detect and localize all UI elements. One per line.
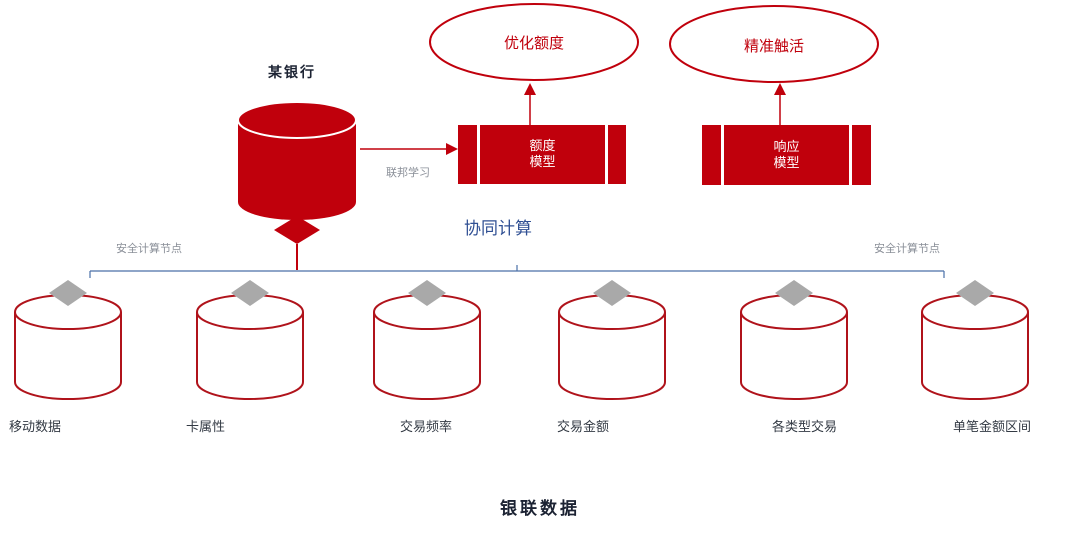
collaborative-computing-label: 协同计算 bbox=[464, 219, 532, 239]
source-label-tx-types: 各类型交易 bbox=[772, 420, 838, 435]
response-model-line2: 模型 bbox=[773, 156, 800, 171]
oval-optimize-limit bbox=[429, 3, 639, 81]
limit-model-label: 额度 模型 bbox=[480, 139, 605, 171]
source-cylinder-card-attributes bbox=[196, 280, 304, 400]
bank-database bbox=[237, 101, 357, 270]
secure-node-diamond bbox=[408, 280, 446, 306]
oval-precise-activation bbox=[669, 5, 879, 83]
source-label-tx-frequency: 交易频率 bbox=[400, 420, 453, 435]
source-cylinder-tx-amount bbox=[558, 280, 666, 400]
oval-label-optimize-limit: 优化额度 bbox=[503, 34, 564, 52]
source-cylinder-mobile bbox=[14, 280, 122, 400]
source-label-tx-amount: 交易金额 bbox=[557, 420, 610, 435]
secure-node-diamond bbox=[775, 280, 813, 306]
source-label-card-attributes: 卡属性 bbox=[186, 420, 226, 435]
response-model-label: 响应 模型 bbox=[724, 140, 849, 172]
source-label-mobile: 移动数据 bbox=[9, 420, 62, 435]
oval-label-precise-activation: 精准触活 bbox=[743, 37, 804, 55]
limit-model-block bbox=[458, 125, 626, 184]
bank-title: 某银行 bbox=[268, 65, 316, 81]
source-label-amount-range: 单笔金额区间 bbox=[953, 420, 1032, 435]
limit-model-line1: 额度 bbox=[529, 139, 556, 154]
secure-node-diamond bbox=[231, 280, 269, 306]
source-cylinders bbox=[14, 280, 1029, 400]
secure-node-label-left: 安全计算节点 bbox=[116, 242, 182, 255]
limit-model-line2: 模型 bbox=[529, 155, 556, 170]
footer-title: 银联数据 bbox=[500, 499, 580, 519]
source-cylinder-tx-types bbox=[740, 280, 848, 400]
federated-learning-label: 联邦学习 bbox=[386, 166, 430, 179]
source-cylinder-tx-frequency bbox=[373, 280, 481, 400]
response-model-block bbox=[702, 125, 871, 185]
source-cylinder-amount-range bbox=[921, 280, 1029, 400]
response-model-line1: 响应 bbox=[773, 140, 800, 155]
secure-node-label-right: 安全计算节点 bbox=[874, 242, 940, 255]
secure-node-diamond bbox=[49, 280, 87, 306]
bank-node-diamond bbox=[274, 216, 320, 244]
secure-node-diamond bbox=[956, 280, 994, 306]
connector-bracket bbox=[89, 265, 945, 278]
secure-node-diamond bbox=[593, 280, 631, 306]
